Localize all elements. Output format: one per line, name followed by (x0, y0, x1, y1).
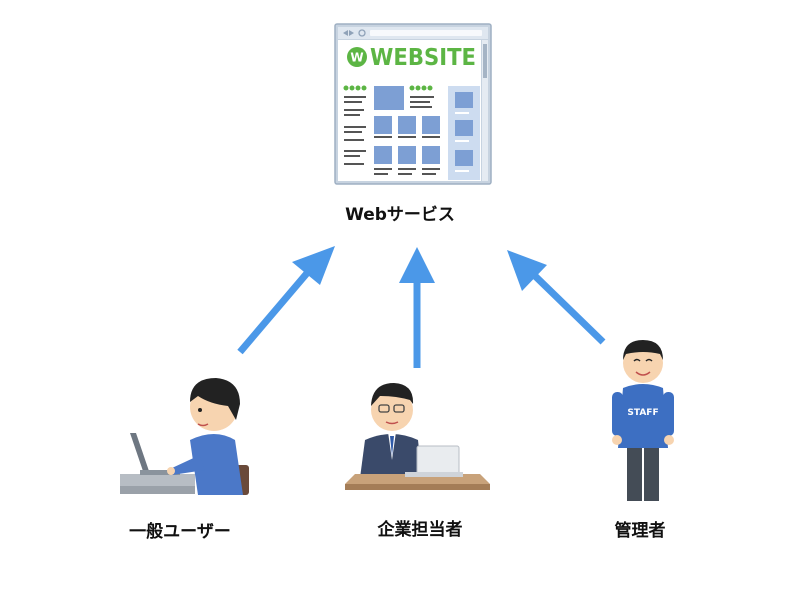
arrow-admin-to-web (507, 250, 606, 345)
general-user-illustration (120, 378, 249, 495)
admin-staff-illustration: STAFF (612, 340, 674, 501)
website-window-illustration: W WEBSITE (334, 23, 492, 185)
browser-nav-icons (343, 29, 482, 37)
web-service-label: Webサービス (345, 205, 455, 225)
arrow-business-to-web (399, 247, 435, 368)
website-logo-letter: W (350, 51, 363, 65)
business-person-illustration (345, 383, 490, 490)
arrow-user-to-web (237, 246, 335, 355)
content-blocks (374, 86, 440, 164)
section-markers (343, 85, 433, 91)
admin-label: 管理者 (614, 521, 666, 541)
general-user-label: 一般ユーザー (129, 522, 231, 542)
staff-shirt-text: STAFF (627, 408, 658, 418)
arrows (237, 246, 606, 368)
website-logo-icon (347, 47, 367, 67)
website-logo-text: WEBSITE (370, 45, 476, 71)
text-lines (344, 96, 440, 175)
business-person-label: 企業担当者 (377, 520, 463, 540)
